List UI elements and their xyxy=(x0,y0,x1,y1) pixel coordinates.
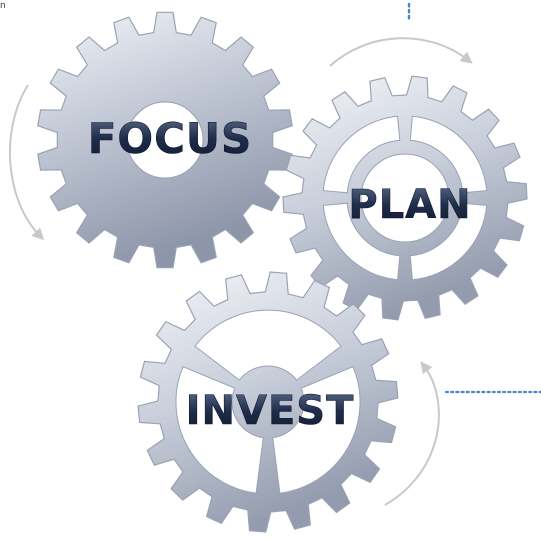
arrow-top-curve xyxy=(329,37,473,67)
invest-gear: INVEST xyxy=(137,271,399,533)
focus-label: FOCUS xyxy=(88,114,253,163)
cropped-text-fragment: n xyxy=(0,1,6,11)
plan-gear: PLAN xyxy=(282,75,528,321)
plan-gear-spoked-window xyxy=(322,115,488,281)
plan-label: PLAN xyxy=(348,182,471,228)
focus-gear: FOCUS xyxy=(37,11,293,269)
arrow-bottom-right-curve xyxy=(384,361,440,506)
invest-gear-spoked-window xyxy=(175,309,361,494)
focus-gear-hub xyxy=(126,101,204,179)
invest-label: INVEST xyxy=(186,388,355,434)
arrow-left-curve xyxy=(8,84,45,241)
